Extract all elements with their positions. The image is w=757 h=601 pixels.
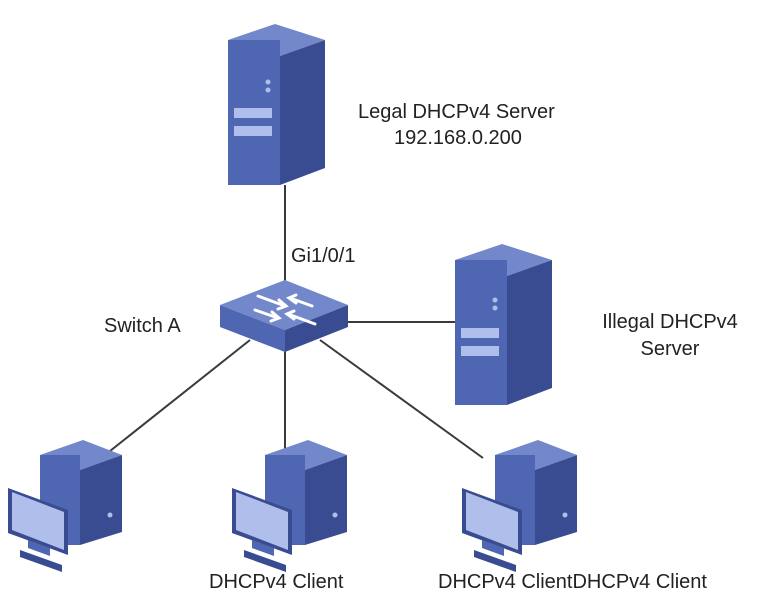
client-middle (232, 440, 347, 572)
illegal-server-label-line2: Server (640, 338, 700, 360)
switch-label: Switch A (104, 315, 181, 337)
port-label: Gi1/0/1 (291, 245, 356, 267)
client-left (8, 440, 122, 572)
server-tower-icon (455, 244, 552, 405)
link-switch-client-right (319, 339, 484, 459)
server-tower-icon (228, 24, 325, 185)
legal-server-ip-label: 192.168.0.200 (394, 127, 522, 149)
links (104, 185, 484, 460)
client-right-pair-label: DHCPv4 ClientDHCPv4 Client (438, 571, 707, 593)
illegal-server (455, 244, 552, 405)
switch-a (220, 280, 348, 352)
illegal-server-label-line1: Illegal DHCPv4 (602, 311, 738, 333)
desktop-computer-icon (232, 440, 347, 572)
client-right (462, 440, 577, 572)
legal-server-name-label: Legal DHCPv4 Server (358, 101, 555, 123)
client-middle-label: DHCPv4 Client (209, 571, 344, 593)
link-switch-client-left (104, 339, 251, 456)
desktop-computer-icon (8, 440, 122, 572)
legal-server (228, 24, 325, 185)
network-switch-icon (220, 280, 348, 352)
desktop-computer-icon (462, 440, 577, 572)
